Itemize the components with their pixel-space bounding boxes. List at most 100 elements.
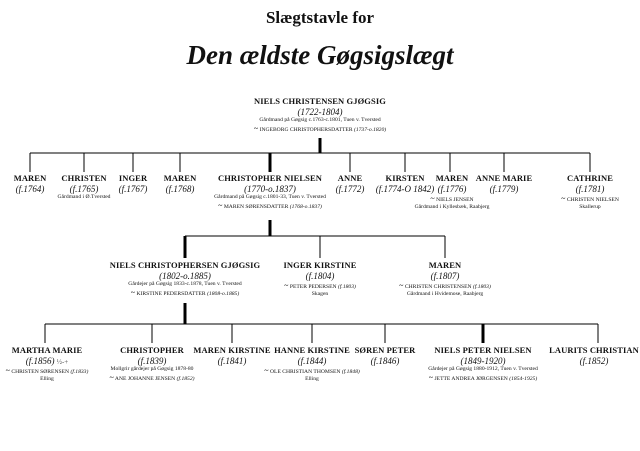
person-info: Gårdmand på Gøgsig c.1763-c.1801, Tuen v… (259, 117, 381, 124)
person-gen2-maren-1768: MAREN (f.1768) (164, 173, 197, 194)
person-name: CHRISTOPHER NIELSEN (217, 173, 322, 183)
person-info: Skallerup (579, 203, 601, 210)
marriage-symbol: ~ (5, 366, 10, 376)
person-maren-kirstine: MAREN KIRSTINE (f.1841) (193, 345, 271, 366)
person-name: NIELS PETER NIELSEN (434, 345, 532, 355)
spouse-dates: (1737-o.1820) (353, 126, 387, 133)
marriage-symbol: ~ (253, 123, 259, 133)
spouse-line: ~ JETTE ANDREA JØRGENSEN (1854-1925) (428, 373, 538, 382)
person-name: MAREN (13, 173, 47, 183)
person-name: CHRISTOPHER (120, 345, 184, 355)
person-inger-kirstine: INGER KIRSTINE (f.1804) ~ PETER PEDERSEN… (283, 260, 357, 297)
spouse-name: PETER PEDERSEN (289, 284, 337, 291)
spouse-name: INGEBORG CHRISTOPHERSDATTER (259, 126, 353, 133)
person-name: CATHRINE (567, 173, 613, 183)
spouse-line: ~ MAREN SØRENSDATTER (1768-o.1837) (214, 201, 326, 210)
chart-title-line2: Den ældste Gøgsigslægt (186, 40, 454, 70)
spouse-name: NIELS JENSEN (436, 197, 474, 204)
spouse-name: CHRISTEN SØRENSEN (11, 369, 70, 376)
person-name: ANNE MARIE (475, 173, 533, 183)
person-dates: (f.1856) (25, 355, 55, 366)
person-name: KIRSTEN (385, 173, 425, 183)
person-gen2-maren-1764: MAREN (f.1764) (13, 173, 47, 194)
handwritten-note: ½-+ (56, 357, 69, 366)
person-name: NIELS CHRISTENSEN GJØGSIG (254, 96, 386, 106)
person-hanne-kirstine: HANNE KIRSTINE (f.1844) ~ OLE CHRISTIAN … (264, 345, 359, 382)
person-name: HANNE KIRSTINE (274, 345, 350, 355)
person-soren-peter: SØREN PETER (f.1846) (354, 345, 416, 366)
spouse-dates: (f.1848) (341, 369, 360, 376)
person-info: Gårdejer på Gøgsig 1880-1912, Tuen v. Tv… (428, 366, 538, 373)
person-info: Mollgrir gårdejer på Gøgsig 1878-80 (110, 366, 194, 373)
person-dates: (f.1852) (579, 355, 609, 366)
person-gen2-maren-1776: MAREN (f.1776) ~ NIELS JENSEN Gårdmand i… (415, 173, 490, 210)
person-name: MARTHA MARIE (11, 345, 83, 355)
person-dates: (f.1765) (69, 183, 99, 194)
spouse-name: KIRSTINE PEDERSDATTER (136, 290, 206, 297)
person-name: SØREN PETER (354, 345, 416, 355)
person-dates: (f.1844) (297, 355, 327, 366)
person-info: Gårdmand på Gøgsig c.1801-33, Tuen v. Tv… (214, 194, 326, 201)
person-name: MAREN (428, 260, 462, 270)
person-name: NIELS CHRISTOPHERSEN GJØGSIG (109, 260, 261, 270)
person-info: Elling (305, 375, 319, 382)
spouse-line: ~ KIRSTINE PEDERSDATTER (1808-o.1885) (110, 288, 261, 297)
person-dates: (f.1776) (437, 183, 467, 194)
person-dates: (f.1779) (489, 183, 519, 194)
chart-title-line1: Slægtstavle for (265, 8, 375, 27)
spouse-line: ~ CHRISTEN SØRENSEN (f.1833) (6, 366, 89, 375)
person-dates: (f.1781) (575, 183, 605, 194)
person-name: MAREN KIRSTINE (193, 345, 271, 355)
marriage-symbol: ~ (428, 372, 434, 382)
marriage-symbol: ~ (284, 281, 289, 291)
person-gen3-maren: MAREN (f.1807) ~ CHRISTEN CHRISTENSEN (f… (399, 260, 491, 297)
person-niels-christophersen-gjogsig: NIELS CHRISTOPHERSEN GJØGSIG (1802-o.188… (109, 260, 261, 297)
spouse-dates: (f.1852) (176, 375, 195, 382)
person-info: Gårdmand i Ø.Tversted (57, 194, 111, 201)
spouse-line: ~ CHRISTEN CHRISTENSEN (f.1803) (399, 281, 491, 290)
person-gen2-anne-marie: ANNE MARIE (f.1779) (475, 173, 533, 194)
person-info: Elling (40, 375, 54, 382)
person-name: ANNE (337, 173, 363, 183)
spouse-line: ~ CHRISTEN NIELSEN (561, 194, 619, 203)
marriage-symbol: ~ (561, 194, 566, 204)
person-christopher-1839: CHRISTOPHER (f.1839) Mollgrir gårdejer p… (110, 345, 195, 382)
person-info: Gårdejer på Gøgsig 1833-c.1878, Tuen v. … (128, 281, 242, 288)
person-dates: (f.1774-O 1842) (375, 183, 435, 194)
person-dates: (f.1804) (305, 270, 335, 281)
person-name: INGER KIRSTINE (283, 260, 357, 270)
person-dates: (1722-1804) (297, 106, 343, 117)
person-name: MAREN (435, 173, 469, 183)
person-info: Skagen (311, 290, 329, 297)
person-dates: (1849-1920) (460, 355, 506, 366)
person-gen2-anne: ANNE (f.1772) (335, 173, 365, 194)
person-dates: (f.1772) (335, 183, 365, 194)
marriage-symbol: ~ (430, 194, 435, 204)
marriage-symbol: ~ (218, 200, 223, 210)
spouse-name: CHRISTEN CHRISTENSEN (404, 284, 472, 291)
spouse-dates: (f.1833) (70, 369, 89, 376)
person-name: INGER (118, 173, 148, 183)
person-martha-marie: MARTHA MARIE (f.1856) ½-+ ~ CHRISTEN SØR… (6, 345, 89, 382)
person-niels-christensen-gjogsig: NIELS CHRISTENSEN GJØGSIG (1722-1804) Gå… (253, 96, 387, 133)
person-dates: (f.1767) (118, 183, 148, 194)
spouse-dates: (f.1803) (472, 284, 491, 291)
person-dates: (f.1768) (165, 183, 195, 194)
person-dates: (f.1839) (137, 355, 167, 366)
spouse-name: OLE CHRISTIAN THOMSEN (270, 369, 341, 376)
spouse-dates: (1768-o.1837) (289, 203, 322, 210)
spouse-line: ~ OLE CHRISTIAN THOMSEN (f.1848) (264, 366, 359, 375)
person-info: Gårdmand i Hvidemose, Raabjerg (406, 290, 484, 297)
spouse-dates: (1808-o.1885) (207, 290, 240, 297)
person-dates: (f.1841) (217, 355, 247, 366)
marriage-symbol: ~ (130, 287, 136, 297)
spouse-name: MAREN SØRENSDATTER (223, 203, 289, 210)
person-niels-peter-nielsen: NIELS PETER NIELSEN (1849-1920) Gårdejer… (428, 345, 538, 382)
person-dates: (1802-o.1885) (159, 270, 211, 281)
person-dates-row: (f.1856) ½-+ (6, 356, 89, 366)
spouse-name: ANE JOHANNE JENSEN (114, 375, 176, 382)
spouse-line: ~ ANE JOHANNE JENSEN (f.1852) (110, 373, 195, 382)
person-christopher-nielsen: CHRISTOPHER NIELSEN (1770-o.1837) Gårdma… (214, 173, 326, 210)
spouse-name: JETTE ANDREA JØRGENSEN (434, 375, 508, 382)
